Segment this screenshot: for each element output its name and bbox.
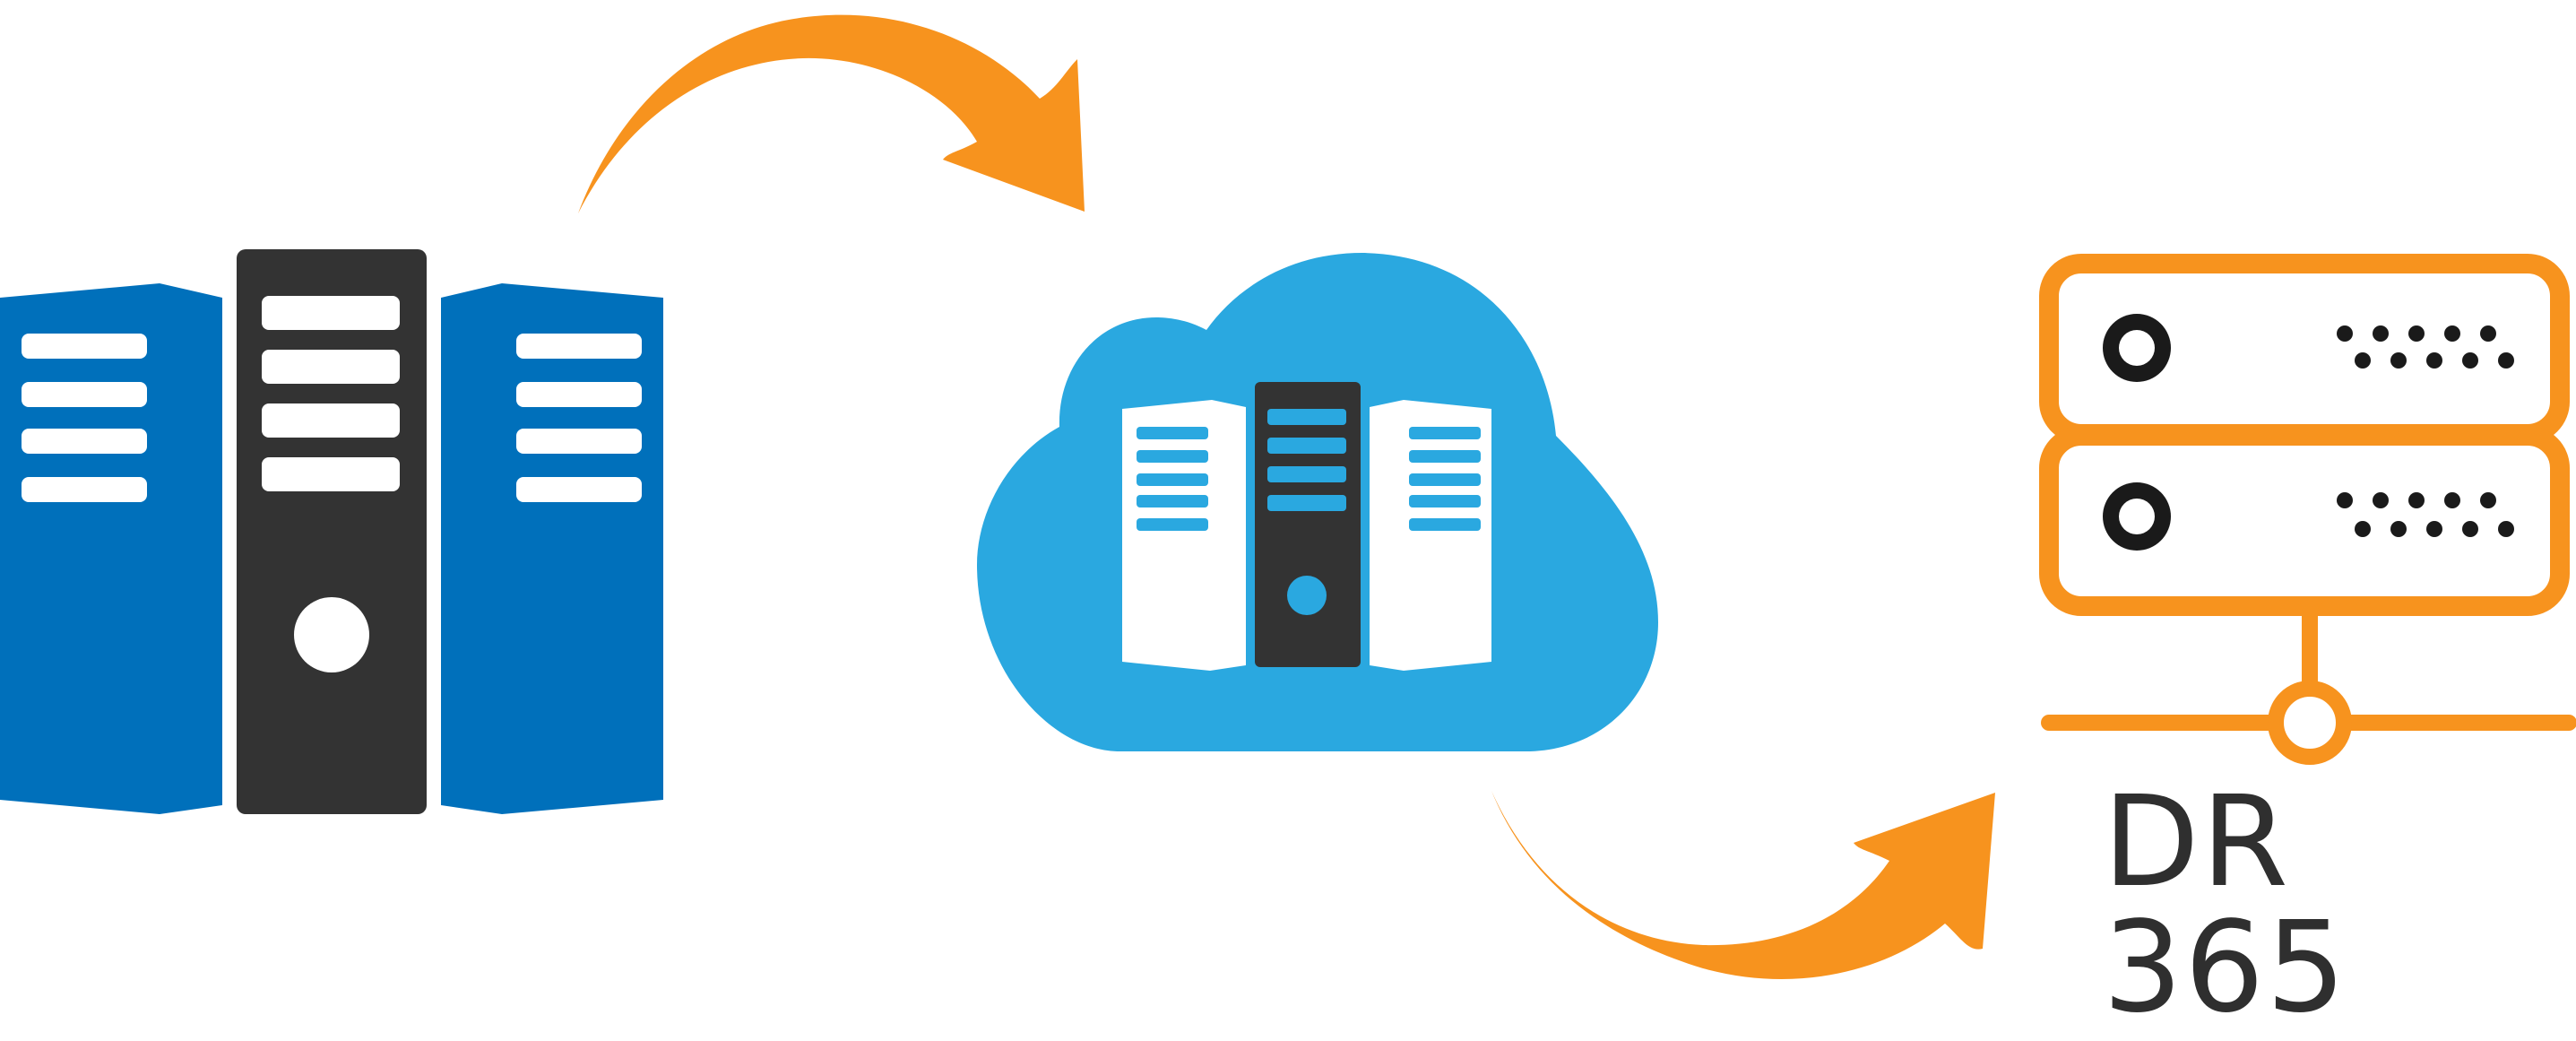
left-server-panel — [0, 283, 222, 814]
on-premise-servers-icon — [0, 249, 663, 814]
network-node-icon — [2268, 681, 2352, 765]
center-server-tower — [237, 249, 427, 814]
power-button-icon — [294, 597, 369, 672]
right-server-panel — [441, 283, 663, 814]
curved-arrow-icon-top — [578, 14, 1085, 214]
right-panel-slots — [516, 334, 642, 502]
cloud-power-button-icon — [1287, 576, 1327, 615]
cloud-right-panel — [1370, 400, 1491, 671]
cloud-right-slots — [1409, 427, 1481, 531]
center-tower-slots — [262, 296, 400, 491]
cloud-servers-icon — [977, 253, 1658, 751]
diagram-canvas — [0, 14, 2576, 979]
vent-dots — [2337, 492, 2514, 537]
curved-arrow-icon-bottom — [1491, 791, 1995, 979]
left-panel-slots — [22, 334, 147, 502]
dr-server-icon — [2039, 254, 2576, 765]
cloud-left-slots — [1137, 427, 1208, 531]
cloud-left-panel — [1122, 400, 1246, 671]
dr-365-label: DR 365 — [2103, 769, 2348, 1041]
vent-dots — [2337, 325, 2514, 369]
cloud-center-slots — [1267, 409, 1346, 511]
